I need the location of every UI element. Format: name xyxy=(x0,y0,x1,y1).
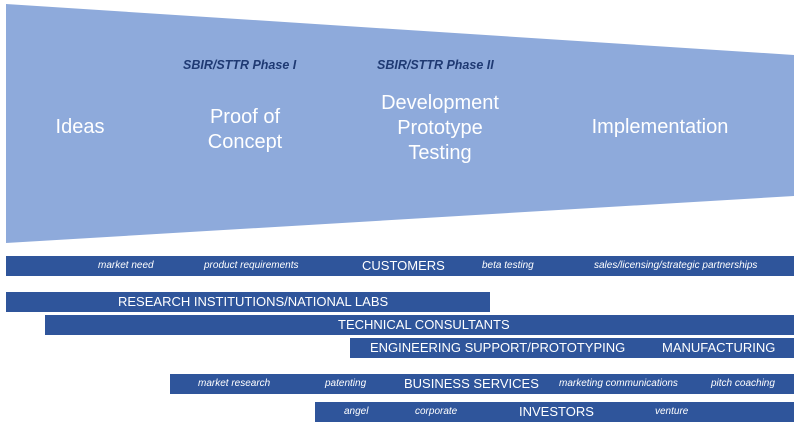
customers-market-need: market need xyxy=(98,260,154,271)
business-pitch: pitch coaching xyxy=(711,378,775,389)
funnel-shape xyxy=(6,4,794,243)
investors-bar: angel corporate INVESTORS venture xyxy=(315,402,794,422)
business-patenting: patenting xyxy=(325,378,367,389)
stage-ideas-label: Ideas xyxy=(55,116,105,138)
research-bar: RESEARCH INSTITUTIONS/NATIONAL LABS xyxy=(6,292,490,312)
customers-label: CUSTOMERS xyxy=(362,258,445,273)
engineering-label: ENGINEERING SUPPORT/PROTOTYPING xyxy=(370,340,626,355)
stage-proof-of-concept: Proof of Concept xyxy=(185,105,305,155)
investors-venture: venture xyxy=(655,406,689,417)
customers-beta-testing: beta testing xyxy=(482,260,534,271)
investors-angel: angel xyxy=(344,406,369,417)
business-bar: market research patenting BUSINESS SERVI… xyxy=(170,374,794,394)
business-label: BUSINESS SERVICES xyxy=(404,376,539,391)
stage-proof-line2: Concept xyxy=(207,131,283,153)
stage-ideas: Ideas xyxy=(40,115,120,140)
customers-product-requirements: product requirements xyxy=(204,260,299,271)
investors-label: INVESTORS xyxy=(519,404,594,419)
technical-label: TECHNICAL CONSULTANTS xyxy=(338,317,510,332)
phase-2-label: SBIR/STTR Phase II xyxy=(377,58,494,72)
stage-dev-line1: Development xyxy=(381,92,499,114)
innovation-funnel xyxy=(6,4,794,243)
phase-1-label: SBIR/STTR Phase I xyxy=(183,58,297,72)
business-market-research: market research xyxy=(198,378,271,389)
stage-development: Development Prototype Testing xyxy=(360,91,520,166)
manufacturing-label: MANUFACTURING xyxy=(662,340,776,355)
customers-bar: market need product requirements CUSTOME… xyxy=(6,256,794,276)
research-label: RESEARCH INSTITUTIONS/NATIONAL LABS xyxy=(118,294,389,309)
technical-bar: TECHNICAL CONSULTANTS xyxy=(45,315,794,335)
business-marketing: marketing communications xyxy=(559,378,678,389)
stage-implementation: Implementation xyxy=(570,115,750,140)
stage-implementation-label: Implementation xyxy=(591,116,729,138)
stage-proof-line1: Proof of xyxy=(209,106,281,128)
engineering-bar: ENGINEERING SUPPORT/PROTOTYPING MANUFACT… xyxy=(350,338,794,358)
customers-sales: sales/licensing/strategic partnerships xyxy=(594,260,758,271)
investors-corporate: corporate xyxy=(415,406,458,417)
stage-dev-line3: Testing xyxy=(408,142,472,164)
stage-dev-line2: Prototype xyxy=(397,117,483,139)
